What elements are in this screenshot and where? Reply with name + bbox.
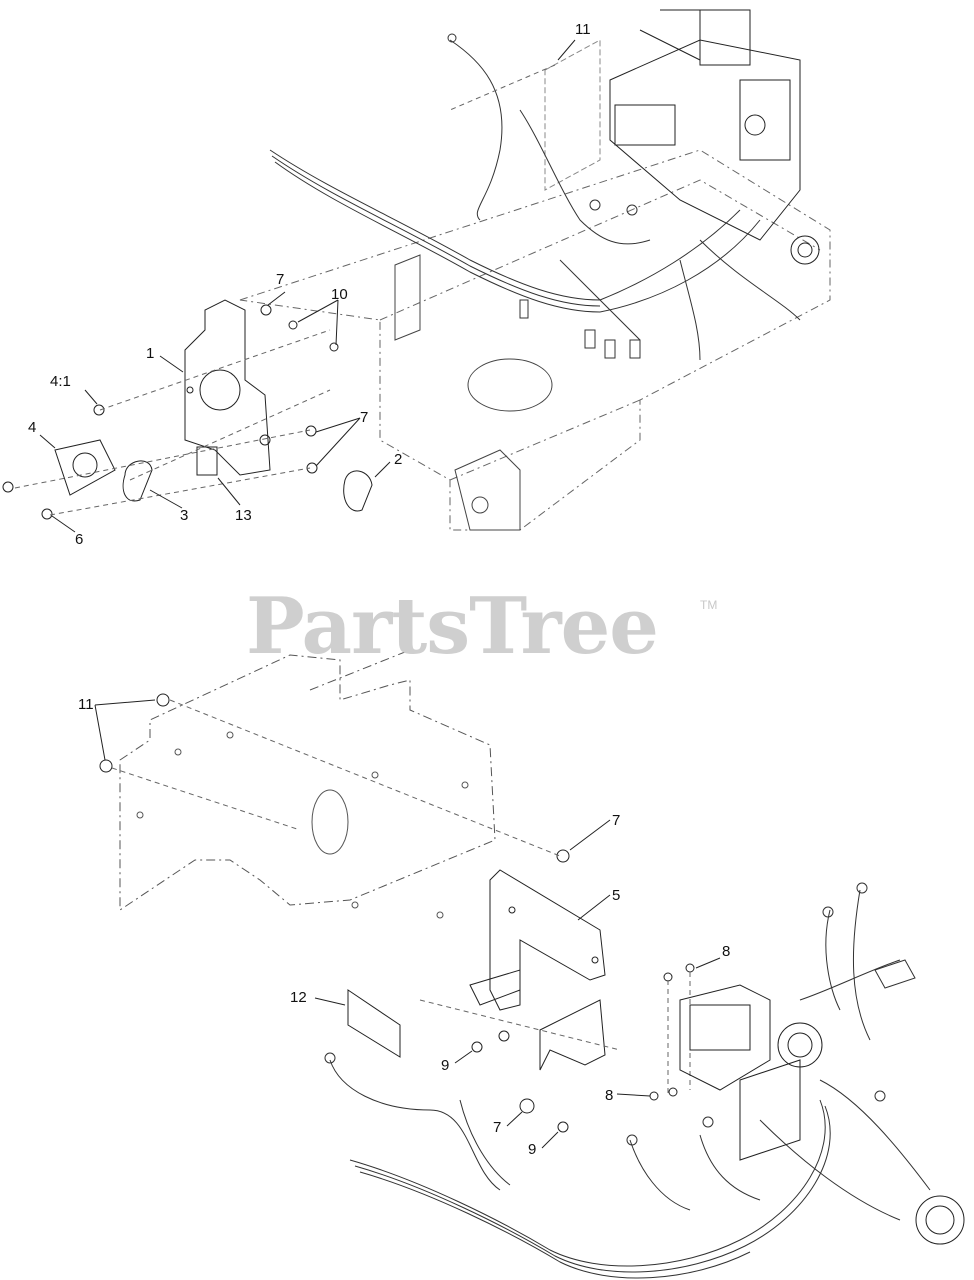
callout-bottom-11: 11 xyxy=(78,696,94,713)
callout-top-13: 13 xyxy=(235,507,252,524)
callout-top-3: 3 xyxy=(180,507,189,524)
top-dashed-leaders xyxy=(14,64,556,516)
bottom-frame-plate xyxy=(119,649,496,911)
top-electrical-panel xyxy=(544,9,820,265)
callout-bottom-7a: 7 xyxy=(612,812,621,829)
watermark-logo: PartsTree xyxy=(246,581,659,672)
callout-top-7b: 7 xyxy=(360,409,369,426)
callout-top-7a: 7 xyxy=(276,271,285,288)
callout-top-1: 1 xyxy=(146,345,155,362)
callout-bottom-5: 5 xyxy=(612,887,621,904)
callout-bottom-8a: 8 xyxy=(722,943,731,960)
callout-top-4: 4 xyxy=(28,419,37,436)
bottom-wire-harness xyxy=(324,882,931,1279)
bottom-bracket-part-5 xyxy=(469,869,606,1071)
callout-top-10: 10 xyxy=(331,286,348,303)
top-fasteners xyxy=(2,304,373,520)
callout-top-6: 6 xyxy=(75,531,84,548)
top-wire-harness xyxy=(269,33,801,361)
top-frame-tube xyxy=(394,254,553,531)
bottom-decal-part-12 xyxy=(347,989,401,1058)
watermark-trademark: TM xyxy=(700,598,718,612)
bottom-electrical-panel xyxy=(679,984,965,1245)
callout-bottom-12: 12 xyxy=(290,989,307,1006)
bottom-frame-holes xyxy=(136,731,469,919)
callout-bottom-9a: 9 xyxy=(441,1057,450,1074)
top-frame xyxy=(239,149,831,531)
callout-top-4-1: 4:1 xyxy=(50,373,71,390)
top-plate-part-1 xyxy=(184,299,271,476)
callout-bottom-7b: 7 xyxy=(493,1119,502,1136)
top-callout-leaders xyxy=(39,39,576,533)
callout-bottom-9b: 9 xyxy=(528,1141,537,1158)
callout-top-11: 11 xyxy=(575,21,591,38)
bottom-callout-leaders xyxy=(94,699,721,1149)
bottom-fasteners xyxy=(99,693,695,1133)
callout-top-2: 2 xyxy=(394,451,403,468)
callout-bottom-8b: 8 xyxy=(605,1087,614,1104)
